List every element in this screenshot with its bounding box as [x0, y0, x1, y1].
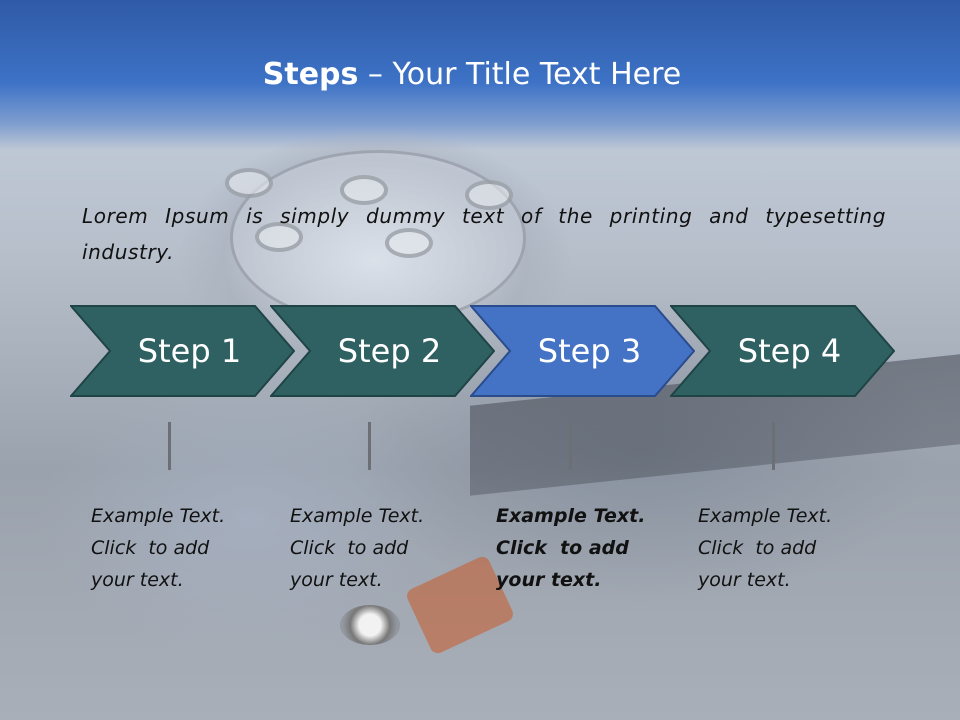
- step-label: Step 3: [537, 332, 642, 370]
- step-connector-line: [772, 422, 775, 470]
- background-screw: [385, 228, 433, 258]
- note-line: your text.: [91, 569, 184, 591]
- step-label: Step 1: [137, 332, 242, 370]
- chevron-shape: [670, 305, 895, 397]
- step-connector-line: [368, 422, 371, 470]
- title-bold: Steps: [262, 57, 359, 92]
- note-line: Example Text.: [91, 505, 226, 527]
- note-line: Click to add: [496, 537, 629, 559]
- step-chevron-1[interactable]: Step 1: [70, 305, 295, 397]
- note-line: Example Text.: [290, 505, 425, 527]
- note-line: your text.: [290, 569, 383, 591]
- chevron-shape: [70, 305, 295, 397]
- step-connector-line: [168, 422, 171, 470]
- step-chevron-4[interactable]: Step 4: [670, 305, 895, 397]
- title-rest: – Your Title Text Here: [358, 57, 682, 92]
- chevron-shape: [270, 305, 495, 397]
- step-label: Step 2: [337, 332, 442, 370]
- background-screw: [340, 175, 388, 205]
- chevron-shape: [470, 305, 695, 397]
- background-screw: [255, 222, 303, 252]
- step-label: Step 4: [737, 332, 842, 370]
- step-chevron-2[interactable]: Step 2: [270, 305, 495, 397]
- title-band: [0, 0, 960, 150]
- step-note-2[interactable]: Example Text. Click to add your text.: [290, 500, 470, 596]
- background-screw: [465, 180, 513, 210]
- note-line: Click to add: [698, 537, 817, 559]
- background-knob: [340, 605, 400, 645]
- step-note-1[interactable]: Example Text. Click to add your text.: [91, 500, 271, 596]
- intro-text[interactable]: Lorem Ipsum is simply dummy text of the …: [82, 204, 886, 264]
- background-screw: [225, 168, 273, 198]
- slide-title[interactable]: Steps – Your Title Text Here: [0, 55, 944, 95]
- note-line: Example Text.: [698, 505, 833, 527]
- step-connector-line: [569, 422, 572, 470]
- note-line: your text.: [698, 569, 791, 591]
- note-line: Click to add: [91, 537, 210, 559]
- note-line: Example Text.: [496, 505, 646, 527]
- step-chevron-3[interactable]: Step 3: [470, 305, 695, 397]
- note-line: Click to add: [290, 537, 409, 559]
- step-note-3[interactable]: Example Text. Click to add your text.: [496, 500, 676, 596]
- note-line: your text.: [496, 569, 602, 591]
- step-note-4[interactable]: Example Text. Click to add your text.: [698, 500, 878, 596]
